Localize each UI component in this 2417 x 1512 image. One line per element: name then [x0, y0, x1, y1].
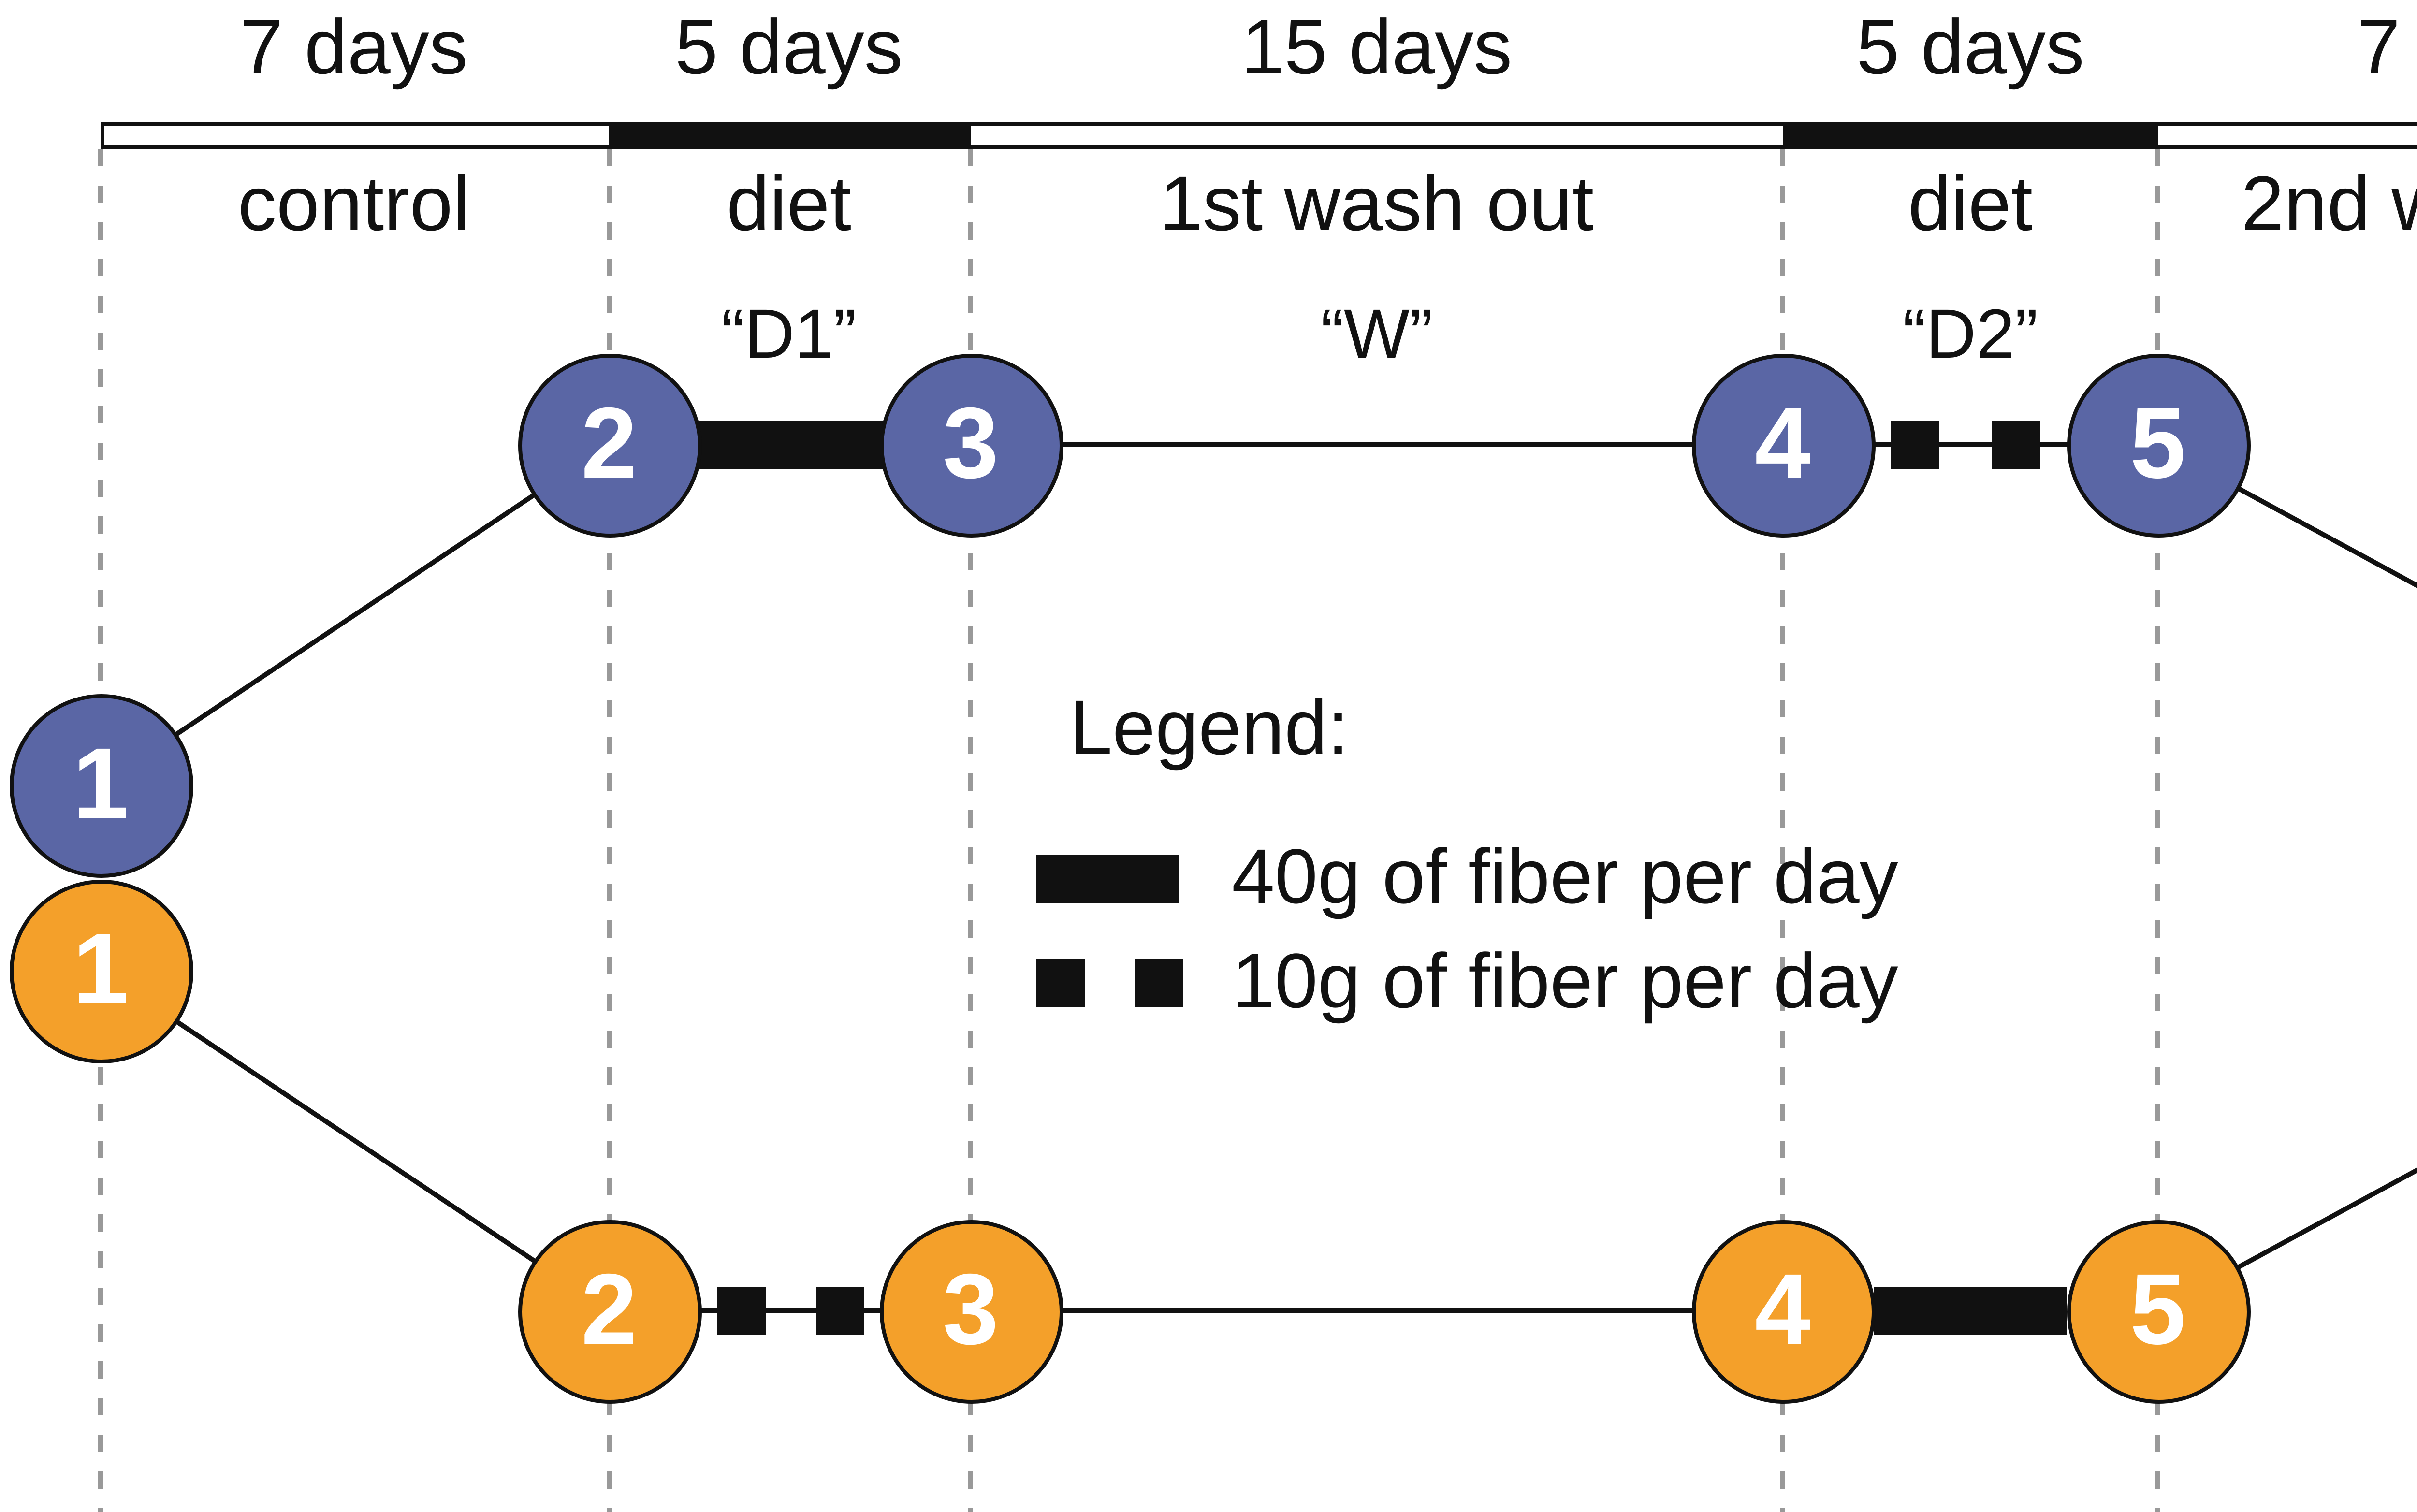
node-orange-1: 1 [9, 879, 192, 1062]
fiber-10g-square-orange-a [717, 1287, 766, 1335]
node-label: 5 [2130, 389, 2186, 501]
legend-swatch-10g-square-b [1135, 959, 1183, 1007]
node-label: 1 [73, 915, 129, 1027]
node-blue-2: 2 [517, 353, 701, 537]
phase-label-diet-1: diet [727, 162, 851, 247]
node-label: 4 [1755, 1255, 1811, 1367]
node-orange-3: 3 [879, 1219, 1063, 1403]
fiber-40g-bar-blue-2-3 [696, 421, 884, 469]
node-blue-5: 5 [2066, 353, 2250, 537]
fiber-10g-square-blue-b [1992, 421, 2040, 469]
node-label: 2 [581, 1255, 637, 1367]
period-label-w: “W” [1321, 294, 1433, 373]
legend-label-40g: 40g of fiber per day [1232, 835, 1898, 920]
node-blue-3: 3 [879, 353, 1063, 537]
fiber-10g-square-blue-a [1891, 421, 1939, 469]
duration-label-2: 5 days [675, 6, 903, 91]
fiber-40g-bar-orange-4-5 [1874, 1287, 2067, 1335]
timeline-bar-diet-segment-1 [609, 122, 971, 149]
node-label: 5 [2130, 1255, 2186, 1367]
node-blue-1: 1 [9, 693, 192, 877]
duration-label-3: 15 days [1241, 6, 1513, 91]
node-blue-4: 4 [1691, 353, 1875, 537]
node-orange-2: 2 [517, 1219, 701, 1403]
connector-line-blue-5-6 [2156, 442, 2417, 588]
node-orange-5: 5 [2066, 1219, 2250, 1403]
connector-line-orange-5-6 [2156, 1167, 2417, 1313]
node-label: 2 [581, 389, 637, 501]
node-label: 1 [73, 729, 129, 841]
timeline-bar-diet-segment-2 [1783, 122, 2158, 149]
timeline-bar [101, 122, 2417, 149]
phase-label-2nd-wash-out: 2nd wash out [2241, 162, 2417, 247]
duration-label-5: 7 days [2357, 6, 2417, 91]
phase-label-1st-wash-out: 1st wash out [1159, 162, 1594, 247]
node-label: 3 [943, 1255, 999, 1367]
legend-swatch-40g-bar [1036, 855, 1179, 903]
phase-label-control: control [237, 162, 470, 247]
connector-line-orange-1-2 [99, 968, 611, 1313]
duration-label-4: 5 days [1856, 6, 2084, 91]
fiber-10g-square-orange-b [816, 1287, 864, 1335]
legend-label-10g: 10g of fiber per day [1232, 940, 1898, 1025]
legend-swatch-10g-square-a [1036, 959, 1085, 1007]
connector-line-blue-1-2 [99, 442, 611, 787]
period-label-d2: “D2” [1903, 294, 2038, 373]
period-label-d1: “D1” [721, 294, 857, 373]
node-orange-4: 4 [1691, 1219, 1875, 1403]
duration-label-1: 7 days [240, 6, 468, 91]
node-label: 3 [943, 389, 999, 501]
node-label: 4 [1755, 389, 1811, 501]
phase-label-diet-2: diet [1908, 162, 2033, 247]
legend-title: Legend: [1069, 686, 1349, 771]
